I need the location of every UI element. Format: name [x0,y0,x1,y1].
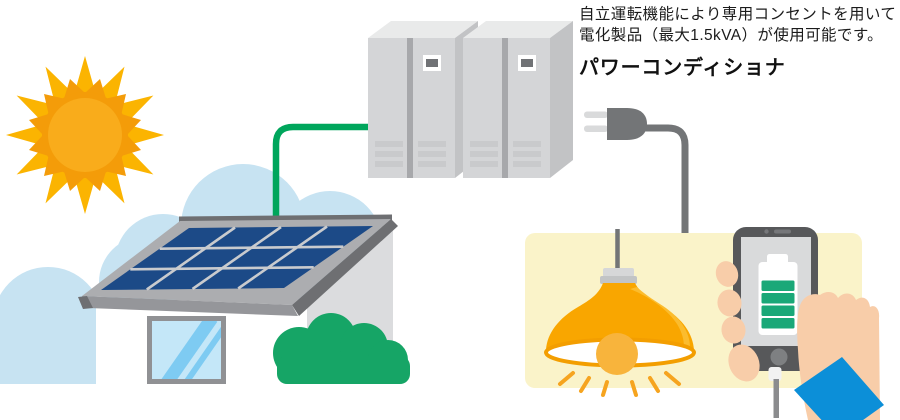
lamp-shade [546,283,694,353]
solar-cell-grid [130,225,344,291]
charging-cable [768,367,782,418]
power-conditioner [368,21,573,178]
smartphone [733,227,818,371]
phone-camera-dot [764,229,769,234]
light-bulb [596,333,638,375]
sun-core [48,98,122,172]
fingertip-2 [717,289,742,317]
house [78,214,410,384]
phone-speaker [774,229,791,234]
plug-prong-top [584,111,608,118]
plug-body [607,108,647,140]
bush [273,313,410,384]
plug-cord [645,124,689,234]
pendant-lamp-icon [544,229,696,397]
cable-connector [768,367,782,381]
battery-icon [758,254,798,335]
power-plug-icon [584,108,689,234]
lamp-shade-highlight [630,287,690,347]
cloud-left [0,267,103,384]
power-line [272,123,371,224]
lamp-cap-top [603,268,634,277]
sleeve-cuff [794,357,884,420]
panel-fascia-end-cap [78,296,93,309]
phone-home-button [770,348,788,366]
cable-cord [773,379,779,418]
light-rays [558,371,681,397]
power-conditioner-heading: パワーコンディショナ [579,57,786,79]
panel-front-fascia [82,296,298,316]
power-conditioner-unit-2 [463,21,573,178]
panel-right-face [292,219,398,316]
solar-panel [78,214,398,316]
thumb [728,344,760,382]
sun-icon [6,56,164,214]
plug-prong-bottom [584,125,608,132]
window-reflections [161,321,221,379]
fingertip-1 [715,261,739,287]
caption-text: 自立運転機能により専用コンセントを用いて 電化製品（最大1.5kVA）が使用可能… [579,4,897,46]
window [147,316,226,384]
battery-bars [761,280,795,329]
caption-line-1: 自立運転機能により専用コンセントを用いて [579,6,897,23]
caption-line-2: 電化製品（最大1.5kVA）が使用可能です。 [579,27,884,44]
lamp-cap-ring [600,276,637,284]
fingertip-3 [721,316,746,344]
power-conditioner-unit-1 [368,21,478,178]
